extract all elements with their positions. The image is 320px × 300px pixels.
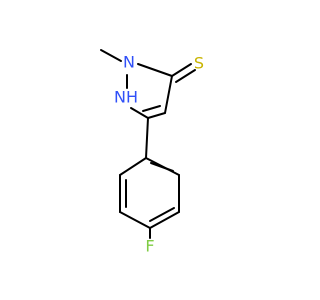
bond-methyl-n (100, 49, 122, 62)
bond-c4-c3-a (147, 112, 166, 119)
phenyl-bond-4 (149, 211, 180, 229)
molecule-diagram: S N NH F (100, 49, 204, 256)
bond-c3-nh (130, 107, 149, 119)
bond-c5-s-b (175, 69, 196, 83)
bonds (100, 49, 196, 239)
phenyl-bond-3 (119, 211, 151, 229)
bond-c3-phenyl (145, 117, 149, 159)
bond-n-c5 (137, 63, 173, 77)
bond-c5-s-a (171, 63, 192, 77)
atom-labels: S N NH F (114, 53, 204, 256)
phenyl-bond-1 (119, 157, 147, 176)
phenyl-inner-3 (150, 162, 174, 172)
bond-c4-c3-b (142, 105, 161, 112)
n-methyl-label: N (123, 53, 135, 72)
phenyl-inner-2 (149, 207, 175, 222)
sulfur-label: S (194, 54, 204, 73)
bond-c5-c4 (164, 75, 173, 114)
nh-label: NH (114, 88, 138, 107)
fluorine-label: F (145, 237, 154, 256)
